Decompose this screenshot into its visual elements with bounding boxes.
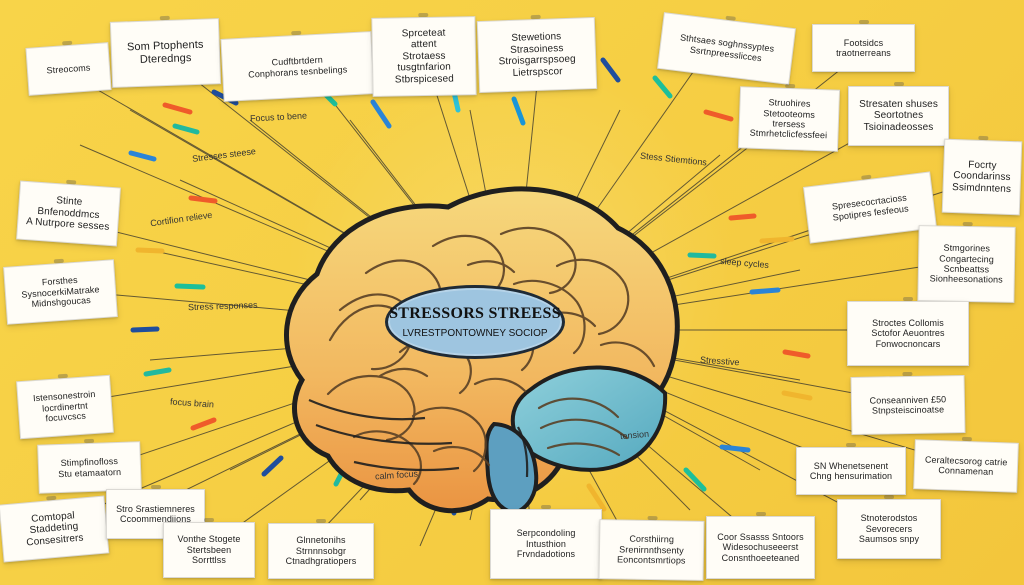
sticky-note: Stewetions Strasoiness Stroisgarrspsoeg … [476, 16, 598, 94]
brain-center-title: STRESSORS STREESS [389, 304, 561, 322]
sticky-note: Struohires Stetooteoms trersess Stmrhetc… [737, 86, 841, 152]
sticky-note: Ceraltecsorog catrie Connamenan [913, 439, 1019, 493]
sticky-note: Stinte Bnfenoddmcs A Nutrpore sesses [16, 180, 121, 247]
pen-accent [174, 283, 206, 290]
pen-accent [172, 123, 200, 135]
pen-accent [130, 326, 160, 333]
pen-accent [600, 57, 621, 83]
sticky-note: Stroctes Collomis Sctofor Aeuontres Fonw… [847, 297, 969, 366]
sticky-note: Vonthe Stogete Stertsbeen Sorrttlss [163, 518, 255, 578]
pen-accent [370, 99, 392, 129]
sticky-note: Cudftbrtdern Conphorans tesnbelings [220, 31, 375, 102]
brain-center-label: STRESSORS STREESS LVRESTPONTOWNEY SOCIOP [385, 285, 565, 359]
pen-accent [135, 247, 165, 254]
sticky-note: Som Ptophents Dteredngs [109, 18, 222, 88]
pen-accent [782, 349, 811, 359]
pen-accent [683, 467, 707, 492]
brain-center-subtitle: LVRESTPONTOWNEY SOCIOP [402, 327, 548, 339]
pen-accent [687, 252, 717, 259]
pen-accent [128, 150, 157, 162]
pen-accent [719, 444, 751, 453]
sticky-note: SN Whenetsenent Chng hensurimation [796, 443, 906, 495]
pen-accent [781, 390, 813, 401]
sticky-note: Istensonestroin locrdinertnt focuvcscs [16, 374, 114, 440]
pen-accent [749, 287, 781, 295]
sticky-note: Conseanniven £50 Stnpsteiscinoatse [850, 375, 966, 435]
pen-accent [511, 96, 526, 126]
sticky-note: Focrty Coondarinss Ssimdnntens [941, 138, 1023, 216]
sticky-note: Comtopal Staddeting Consesitrers [0, 495, 110, 563]
sticky-note: Stimpfinofloss Stu etamaatorn [37, 441, 142, 494]
sticky-note: Stmgorines Congartecing Scnbeattss Sionh… [917, 225, 1016, 303]
pen-accent [143, 367, 172, 377]
pen-accent [728, 213, 757, 221]
sticky-note: Sprceteat attent Strotaess tusgtnfarion … [371, 16, 477, 97]
pen-accent [261, 455, 284, 477]
pen-accent [162, 102, 193, 115]
sticky-note: Streocoms [25, 42, 112, 96]
sticky-note: Stnoterodstos Sevorecers Saumsos snpy [837, 495, 941, 559]
pen-accent [586, 483, 607, 512]
sticky-note: Footsidcs traotnerreans [812, 20, 915, 72]
sticky-note: Serpcondoling Intusthion Frvndadotions [490, 505, 602, 579]
sticky-note: Glnnetonihs Strnnnsobgr Ctnadhgratiopers [268, 519, 374, 579]
pen-accent [703, 109, 734, 122]
pen-accent [190, 417, 217, 431]
sticky-note: Coor Ssasss Sntoors Widesochuseeerst Con… [706, 512, 815, 579]
pen-accent [188, 195, 218, 204]
sticky-note: Forsthes SysnocerkiMatrake Midnshgoucas [3, 259, 118, 325]
pen-accent [652, 75, 673, 99]
pen-accent [759, 236, 795, 244]
sticky-note: Corsthiirng Srenirnnthsenty Eoncontsmrti… [598, 519, 705, 581]
sticky-note: Stresaten shuses Seortotnes Tsioinadeoss… [848, 82, 949, 146]
